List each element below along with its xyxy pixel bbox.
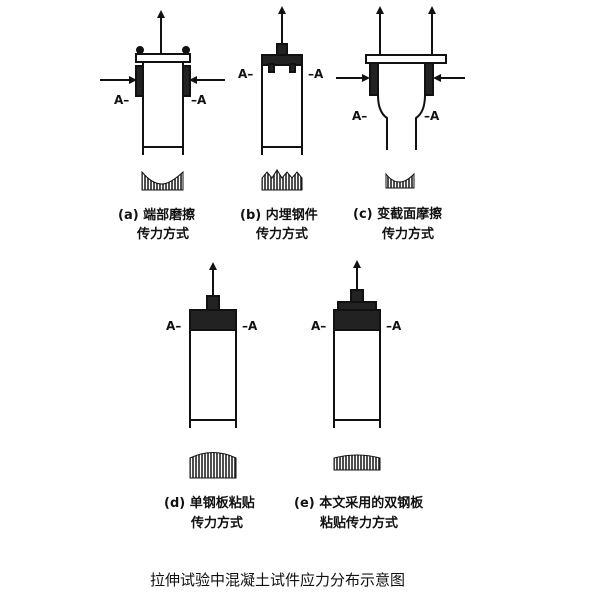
section-mark-right-e: –A (386, 319, 402, 333)
specimen-body-c (377, 62, 426, 150)
steel-plate-d (189, 309, 237, 331)
panel-c (336, 6, 465, 189)
label-e-line1: (e) 本文采用的双钢板 (294, 495, 424, 511)
loading-plate-a (135, 53, 191, 63)
stress-diagram-e (333, 454, 381, 471)
panel-e (333, 260, 381, 471)
label-c-line2: 传力方式 (381, 226, 434, 242)
label-d-line1: (d) 单钢板粘贴 (164, 495, 255, 511)
section-mark-left-e: A– (311, 319, 326, 333)
specimen-body-e (333, 329, 381, 421)
label-a-line2: 传力方式 (136, 226, 189, 242)
section-mark-right-b: –A (308, 67, 324, 81)
specimen-body-d (189, 329, 237, 421)
steel-stem-d (206, 295, 220, 311)
specimen-body-a (142, 61, 184, 148)
label-b-line2: 传力方式 (255, 226, 308, 242)
stress-diagram-d (189, 452, 237, 479)
section-mark-left-c: A– (352, 109, 367, 123)
section-mark-left-d: A– (166, 319, 181, 333)
stress-diagram-a (141, 170, 184, 191)
clamp-left-a (135, 65, 144, 97)
label-b-line1: (b) 内埋钢件 (240, 207, 318, 223)
panel-b (261, 6, 303, 191)
specimen-body-b (261, 54, 303, 148)
label-d-line2: 传力方式 (190, 515, 243, 531)
clamp-right-c (424, 62, 434, 96)
clamp-left-c (369, 62, 379, 96)
figure-caption: 拉伸试验中混凝土试件应力分布示意图 (150, 571, 405, 589)
stress-diagram-b (261, 169, 303, 191)
label-c-line1: (c) 变截面摩擦 (353, 206, 442, 222)
steel-stem-e (350, 289, 364, 303)
section-mark-right-d: –A (242, 319, 258, 333)
label-e-line2: 粘贴传力方式 (319, 515, 398, 531)
section-mark-left-a: A– (114, 93, 129, 107)
steel-plate-e-bottom (333, 309, 381, 331)
steel-plate-e-top (337, 301, 377, 311)
section-mark-right-c: –A (424, 109, 440, 123)
section-mark-left-b: A– (238, 67, 253, 81)
section-mark-right-a: –A (191, 93, 207, 107)
loading-plate-c (365, 54, 447, 64)
stress-diagram-c (385, 172, 415, 189)
label-a-line1: (a) 端部磨擦 (118, 207, 195, 223)
panel-d (189, 262, 237, 479)
panel-a (100, 10, 225, 191)
clamp-right-a (182, 65, 191, 97)
